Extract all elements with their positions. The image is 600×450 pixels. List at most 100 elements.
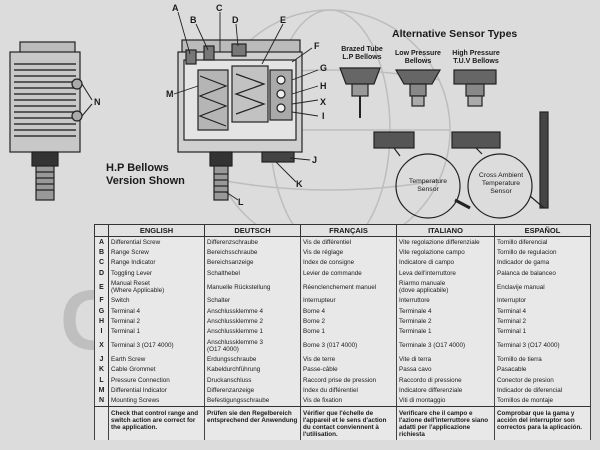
row-key: G [94,305,109,317]
cell-francais: Interrupteur [300,295,397,306]
row-key: E [94,278,109,296]
callout-d: D [232,15,239,25]
brazed-tube-label: Brazed Tube L.P Bellows [340,46,384,62]
row-key: I [94,326,109,338]
table-row: M Differential Indicator Differenzanzeig… [94,385,591,396]
cell-english: Earth Screw [108,354,205,365]
callout-f: F [314,41,320,51]
cell-italiano: Vite regolazione campo [396,247,495,258]
row-key: X [94,337,109,355]
cell-francais: Vis de fixation [300,395,397,408]
note-key [94,406,109,441]
cell-deutsch: Anschlussklemme 4 [204,305,301,317]
cell-deutsch: Anschlussklemme 3 (O17 4000) [204,337,301,355]
cell-francais: Vis de différentiel [300,236,397,248]
cell-espanol: Indicador de diferencial [494,385,591,396]
cell-english: Range Screw [108,247,205,258]
cell-espanol: Tornillos de montaje [494,395,591,408]
cell-espanol: Pasacable [494,364,591,375]
cell-italiano: Raccordo di pressione [396,374,495,386]
cell-english: Terminal 3 (O17 4000) [108,337,205,355]
callout-n: N [94,97,101,107]
cell-deutsch: Erdungsschraube [204,354,301,365]
cell-italiano: Terminale 1 [396,326,495,338]
row-key: D [94,268,109,279]
cell-espanol: Tornillo de tierra [494,354,591,365]
cell-espanol: Terminal 3 (O17 4000) [494,337,591,355]
cell-deutsch: Kabeldurchführung [204,364,301,375]
cell-italiano: Riarmo manuale (dove applicabile) [396,278,495,296]
brazed-label-1: Brazed Tube [341,46,383,53]
callout-l: L [238,197,244,207]
cell-deutsch: Differenzanzeige [204,385,301,396]
temperature-sensor [373,131,471,219]
cell-italiano: Interruttore [396,295,495,306]
cell-espanol: Palanca de balanceo [494,268,591,279]
cross-label-3: Sensor [490,188,512,195]
cell-deutsch: Differenzschraube [204,236,301,248]
cell-italiano: Indicatore di campo [396,257,495,269]
callout-x: X [320,97,327,107]
row-key: A [94,236,109,248]
callout-k: K [296,179,303,189]
header-english: ENGLISH [108,224,205,237]
cell-italiano: Terminale 4 [396,305,495,317]
cell-deutsch: Druckanschluss [204,374,301,386]
callout-h: H [320,81,327,91]
callout-m: M [166,89,174,99]
cell-english: Cable Grommet [108,364,205,375]
cell-francais: Levier de commande [300,268,397,279]
table-row: K Cable Grommet Kabeldurchführung Passe-… [94,364,591,375]
cell-english: Switch [108,295,205,306]
note-deutsch: Prüfen sie den Regelbereich entsprechend… [204,406,301,441]
cell-espanol: Indicador de gama [494,257,591,269]
hp-bellows-caption: H.P Bellows Version Shown [106,162,185,188]
cell-deutsch: Anschlussklemme 2 [204,316,301,327]
callout-i: I [322,111,325,121]
callout-j: J [312,155,318,165]
cell-italiano: Terminale 3 (O17 4000) [396,337,495,355]
parts-translation-table: ENGLISH DEUTSCH FRANÇAIS ITALIANO ESPAÑO… [94,224,591,441]
row-key: K [94,364,109,375]
table-row: J Earth Screw Erdungsschraube Vis de ter… [94,354,591,365]
cell-espanol: Terminal 2 [494,316,591,327]
cell-english: Terminal 2 [108,316,205,327]
cell-italiano: Vite di terra [396,354,495,365]
row-key: C [94,257,109,269]
cell-italiano: Passa cavo [396,364,495,375]
temp-sensor-label-1: Temperature [408,178,448,185]
cell-francais: Raccord prise de pression [300,374,397,386]
table-row: D Toggling Lever Schalthebel Levier de c… [94,268,591,279]
table-row: C Range Indicator Bereichsanzeige Index … [94,257,591,269]
table-row: H Terminal 2 Anschlussklemme 2 Borne 2 T… [94,316,591,327]
cell-english: Differential Screw [108,236,205,248]
cell-english: Terminal 1 [108,326,205,338]
alt-sensor-low [394,69,442,107]
header-deutsch: DEUTSCH [204,224,301,237]
cell-espanol: Tornillo de regulacion [494,247,591,258]
high-pressure-label: High Pressure T.U.V Bellows [450,50,502,66]
cell-italiano: Leva dell'interruttore [396,268,495,279]
low-pressure-label: Low Pressure Bellows [394,50,442,66]
table-row: N Mounting Screws Befestigungsschraube V… [94,395,591,408]
cell-francais: Réenclenchement manuel [300,278,397,296]
cell-english: Pressure Connection [108,374,205,386]
callout-a: A [172,3,179,13]
cell-francais: Vis de réglage [300,247,397,258]
cross-label-1: Cross Ambient [478,172,524,179]
cell-espanol: Terminal 4 [494,305,591,317]
alt-sensor-brazed [339,67,381,118]
cell-deutsch: Manuelle Rückstellung [204,278,301,296]
note-italiano: Verificare che il campo e l'azione dell'… [396,406,495,441]
cell-english: Mounting Screws [108,395,205,408]
cell-deutsch: Befestigungsschraube [204,395,301,408]
table-row: L Pressure Connection Druckanschluss Rac… [94,374,591,386]
cell-francais: Index du différentiel [300,385,397,396]
alt-sensor-title: Alternative Sensor Types [392,28,518,40]
diagram-drawing [9,9,549,228]
table-row: G Terminal 4 Anschlussklemme 4 Borne 4 T… [94,305,591,317]
high-pressure-label-1: High Pressure [452,50,500,57]
table-row: B Range Screw Bereichsschraube Vis de ré… [94,247,591,258]
table-note-row: Check that control range and switch acti… [94,406,591,441]
cell-espanol: Tornillo diferencial [494,236,591,248]
